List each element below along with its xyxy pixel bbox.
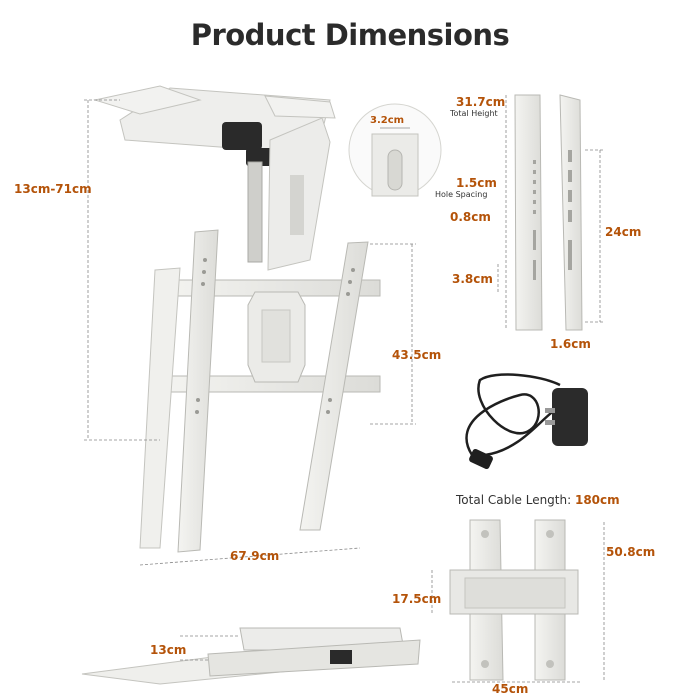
height-range-label: 13cm-71cm <box>14 182 92 196</box>
base-side-view <box>81 627 421 685</box>
slot-width-label: 3.2cm <box>370 115 405 126</box>
vesa-width-label: 67.9cm <box>230 549 280 563</box>
wall-plate <box>431 519 605 683</box>
plate-inner-label: 17.5cm <box>392 592 442 606</box>
hole-small-label: 0.8cm <box>450 210 491 224</box>
ceiling-mount <box>93 85 381 553</box>
total-height-label: 31.7cm <box>456 95 506 109</box>
base-height-label: 13cm <box>150 643 187 657</box>
plate-width-label: 45cm <box>492 682 529 696</box>
rail-detail <box>497 94 604 331</box>
rail-height-label: 24cm <box>605 225 642 239</box>
slot-detail-inset <box>348 103 442 197</box>
power-adapter <box>465 373 588 470</box>
plate-height-label: 50.8cm <box>606 545 656 559</box>
main-dimension-lines <box>84 99 416 566</box>
cable-length-text: Total Cable Length: 180cm <box>456 493 620 507</box>
rail-width-label: 1.6cm <box>550 337 591 351</box>
hole-spacing-caption: Hole Spacing <box>435 190 488 199</box>
page-title: Product Dimensions <box>190 18 510 52</box>
hole-spacing-label: 1.5cm <box>456 176 497 190</box>
slot-length-label: 3.8cm <box>452 272 493 286</box>
cable-length-value: 180cm <box>574 493 620 507</box>
total-height-caption: Total Height <box>450 109 498 118</box>
vesa-height-label: 43.5cm <box>392 348 442 362</box>
cable-caption: Total Cable Length: <box>456 493 572 507</box>
